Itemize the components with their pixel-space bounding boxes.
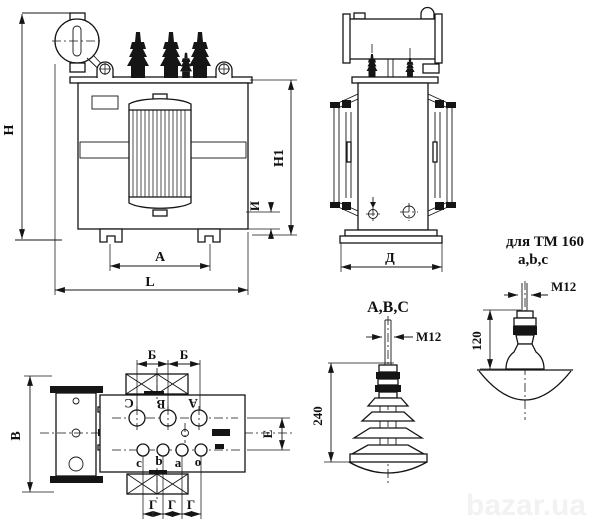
dim-label-h1: H1 xyxy=(272,149,287,167)
lv-height-label: 120 xyxy=(469,331,484,351)
drain-valve-symbol xyxy=(366,197,380,221)
lv-terminal-label-a: a xyxy=(175,455,182,470)
hv-terminal-label-A: А xyxy=(188,396,198,411)
hv-bushing-drawing xyxy=(348,364,428,474)
lifting-lug-left xyxy=(96,61,114,78)
dim-label-d: Д xyxy=(385,251,395,266)
hv-bushing-silhouette xyxy=(127,32,149,78)
skid-bottom xyxy=(126,468,189,500)
top-view: В xyxy=(9,347,292,519)
lv-terminal-label-c: c xyxy=(136,455,142,470)
base-channel xyxy=(344,229,438,237)
lv-thread-label: M12 xyxy=(551,279,576,294)
radiator-front xyxy=(128,93,192,217)
conservator-front xyxy=(52,12,115,80)
hv-terminal-label-C: С xyxy=(124,396,133,411)
dim-label-b1: Б xyxy=(148,347,157,362)
hv-detail-title: А,В,С xyxy=(367,299,409,316)
conservator-side xyxy=(342,6,443,64)
radiator-right xyxy=(427,93,456,217)
hv-height-label: 240 xyxy=(310,406,325,426)
note-line1: для ТМ 160 xyxy=(506,234,584,250)
nameplate xyxy=(91,95,119,110)
lv-bushing-drawing xyxy=(477,310,573,401)
side-view: Д xyxy=(330,6,456,272)
lifting-lug-right xyxy=(215,61,233,78)
tank-side xyxy=(357,82,429,231)
skid-foot-left xyxy=(99,228,123,243)
dim-label-g2: Г xyxy=(168,497,176,512)
dim-label-i: И xyxy=(247,201,262,211)
tank-lid-side xyxy=(351,76,439,84)
dim-label-a: А xyxy=(155,250,166,265)
front-view: H xyxy=(2,12,297,295)
base-plate xyxy=(339,235,443,244)
hv-terminal-label-B: В xyxy=(156,397,165,412)
lv-bushing-silhouette xyxy=(405,57,415,77)
skid-foot-right xyxy=(197,228,221,243)
lv-terminal-label-o: o xyxy=(195,454,202,469)
note: для ТМ 160 a,b,c xyxy=(506,234,584,268)
note-line2: a,b,c xyxy=(518,252,548,268)
hv-thread-label: M12 xyxy=(416,329,441,344)
lv-terminal-label-b: b xyxy=(155,453,162,468)
dim-label-b-width: В xyxy=(9,431,24,440)
dim-label-e: Е xyxy=(260,430,275,439)
hv-bushing-detail: А,В,С M12 240 xyxy=(310,299,441,486)
conservator-top xyxy=(50,386,103,483)
ground-bolt-symbol xyxy=(400,203,418,221)
hv-bushing-silhouette xyxy=(160,32,182,78)
watermark: bazar.ua xyxy=(466,489,586,522)
dim-label-g1: Г xyxy=(149,497,157,512)
dim-label-l: L xyxy=(145,275,154,290)
skid-top xyxy=(125,368,189,400)
dim-label-g3: Г xyxy=(187,497,195,512)
dim-label-b2: Б xyxy=(180,347,189,362)
dim-label-h: H xyxy=(2,124,17,135)
hv-bushing-silhouette xyxy=(189,32,211,78)
lv-bushing-detail: M12 120 xyxy=(469,279,576,420)
radiator-left xyxy=(330,93,359,217)
